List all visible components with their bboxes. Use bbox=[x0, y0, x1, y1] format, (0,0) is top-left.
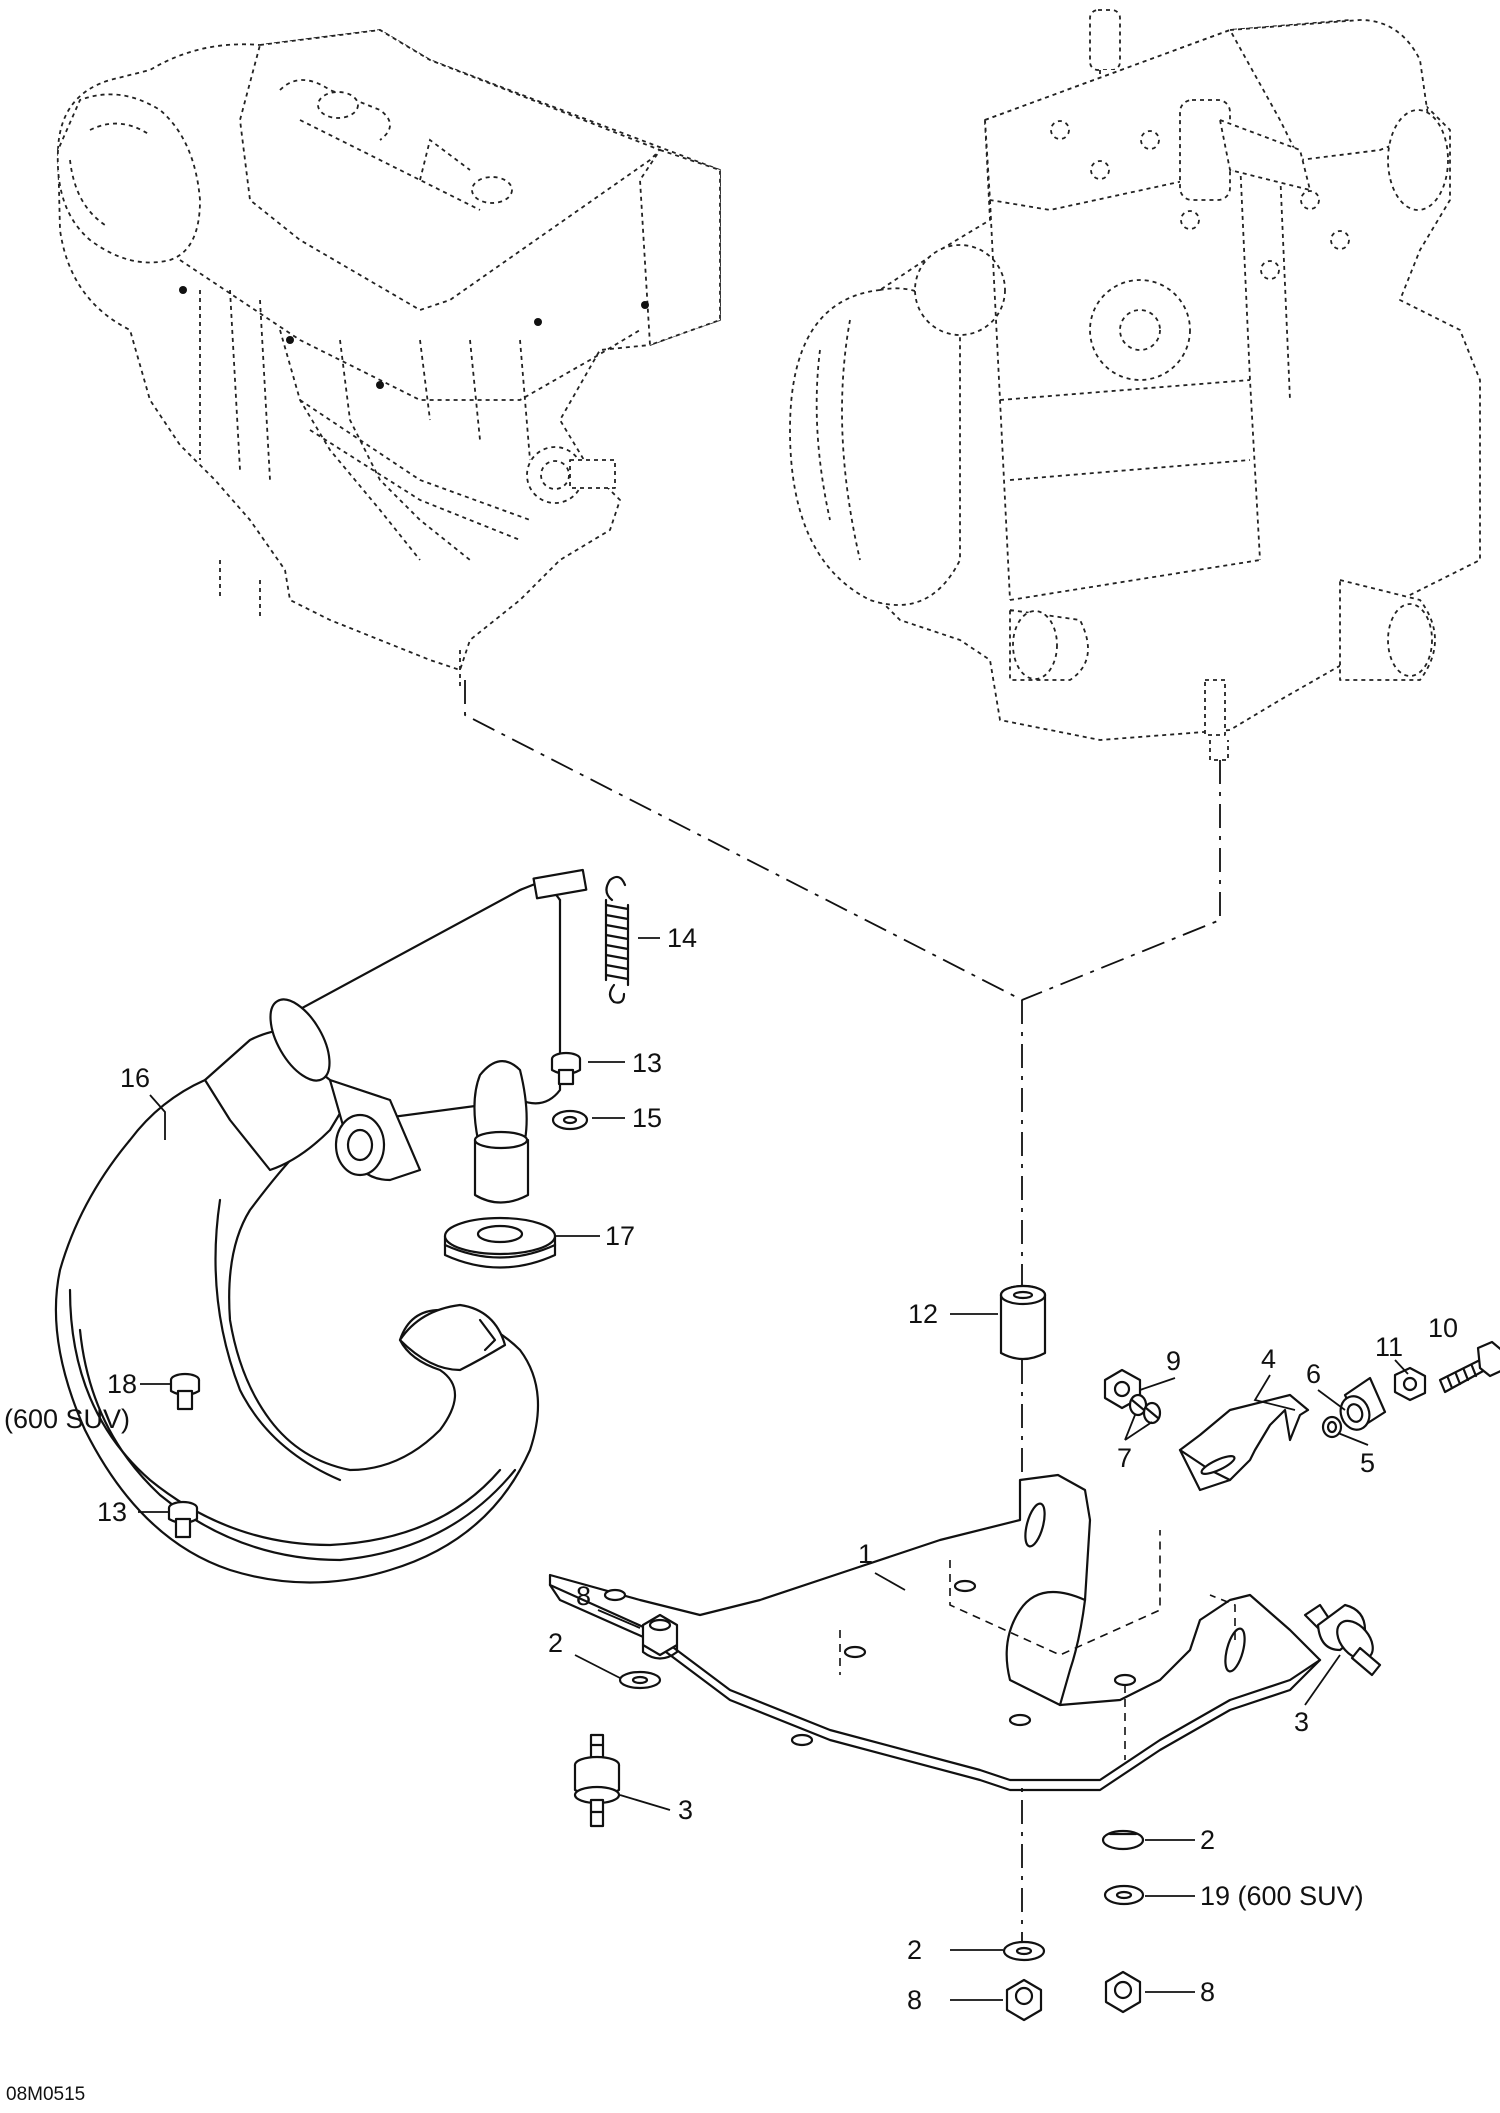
leader-lines bbox=[138, 937, 1409, 2001]
callout-4: 4 bbox=[1261, 1344, 1276, 1374]
callout-3: 3 bbox=[678, 1795, 693, 1825]
callout-14: 14 bbox=[667, 923, 697, 953]
bracket-4 bbox=[1178, 1393, 1310, 1492]
washer-15 bbox=[551, 1109, 589, 1131]
callout-6: 6 bbox=[1306, 1359, 1321, 1389]
washer-2-right bbox=[1101, 1829, 1145, 1851]
nut-8-right bbox=[1104, 1970, 1142, 2014]
callout-9: 9 bbox=[1166, 1346, 1181, 1376]
washer-2-left bbox=[618, 1670, 662, 1690]
spring-14 bbox=[604, 875, 630, 1004]
callout-5: 5 bbox=[1360, 1448, 1375, 1478]
callout-13: 13 bbox=[97, 1497, 127, 1527]
rubber-mount-3-left bbox=[573, 1733, 621, 1828]
rubber-mount-3-right bbox=[1303, 1603, 1382, 1677]
spacer-12 bbox=[999, 1284, 1047, 1361]
callout-15: 15 bbox=[632, 1103, 662, 1133]
callout-19: 19 (600 SUV) bbox=[1200, 1881, 1364, 1911]
callout-2: 2 bbox=[548, 1628, 563, 1658]
bolt-13-bottom bbox=[167, 1500, 199, 1539]
callout-8: 8 bbox=[576, 1581, 591, 1611]
engine-right-ghost bbox=[789, 9, 1481, 761]
bolt-18 bbox=[169, 1372, 201, 1411]
nut-8-center bbox=[1005, 1978, 1043, 2022]
callout-8: 8 bbox=[1200, 1977, 1215, 2007]
lock-washers-7 bbox=[1128, 1393, 1162, 1425]
engine-left-ghost bbox=[56, 29, 721, 690]
callout-labels: 1 2 2 2 3 3 4 5 6 7 8 8 8 9 10 11 12 13 … bbox=[4, 923, 1458, 2015]
grommet-17 bbox=[443, 1216, 557, 1269]
callout-18-note: (600 SUV) bbox=[4, 1404, 130, 1434]
callout-7: 7 bbox=[1117, 1443, 1132, 1473]
bolt-10 bbox=[1438, 1340, 1500, 1394]
washer-2-center bbox=[1002, 1940, 1046, 1962]
callout-18: 18 bbox=[107, 1369, 137, 1399]
collar-5 bbox=[1321, 1415, 1343, 1439]
nut-8-upper bbox=[641, 1613, 679, 1660]
bracket-plate-1 bbox=[548, 1473, 1322, 1792]
callout-8: 8 bbox=[907, 1985, 922, 2015]
bolt-13-top bbox=[550, 1051, 582, 1086]
callout-2: 2 bbox=[907, 1935, 922, 1965]
callout-3: 3 bbox=[1294, 1707, 1309, 1737]
nut-11 bbox=[1393, 1366, 1427, 1402]
sleeve-6 bbox=[1339, 1376, 1387, 1431]
callout-11: 11 bbox=[1375, 1332, 1403, 1362]
muffler bbox=[54, 868, 588, 1584]
callout-10: 10 bbox=[1428, 1313, 1458, 1343]
washer-19 bbox=[1103, 1884, 1145, 1906]
callout-12: 12 bbox=[908, 1299, 938, 1329]
drawing-code: 08M0515 bbox=[6, 2084, 85, 2105]
callout-17: 17 bbox=[605, 1221, 635, 1251]
callout-2: 2 bbox=[1200, 1825, 1215, 1855]
callout-16: 16 bbox=[120, 1063, 150, 1093]
callout-1: 1 bbox=[858, 1539, 873, 1569]
callout-13: 13 bbox=[632, 1048, 662, 1078]
